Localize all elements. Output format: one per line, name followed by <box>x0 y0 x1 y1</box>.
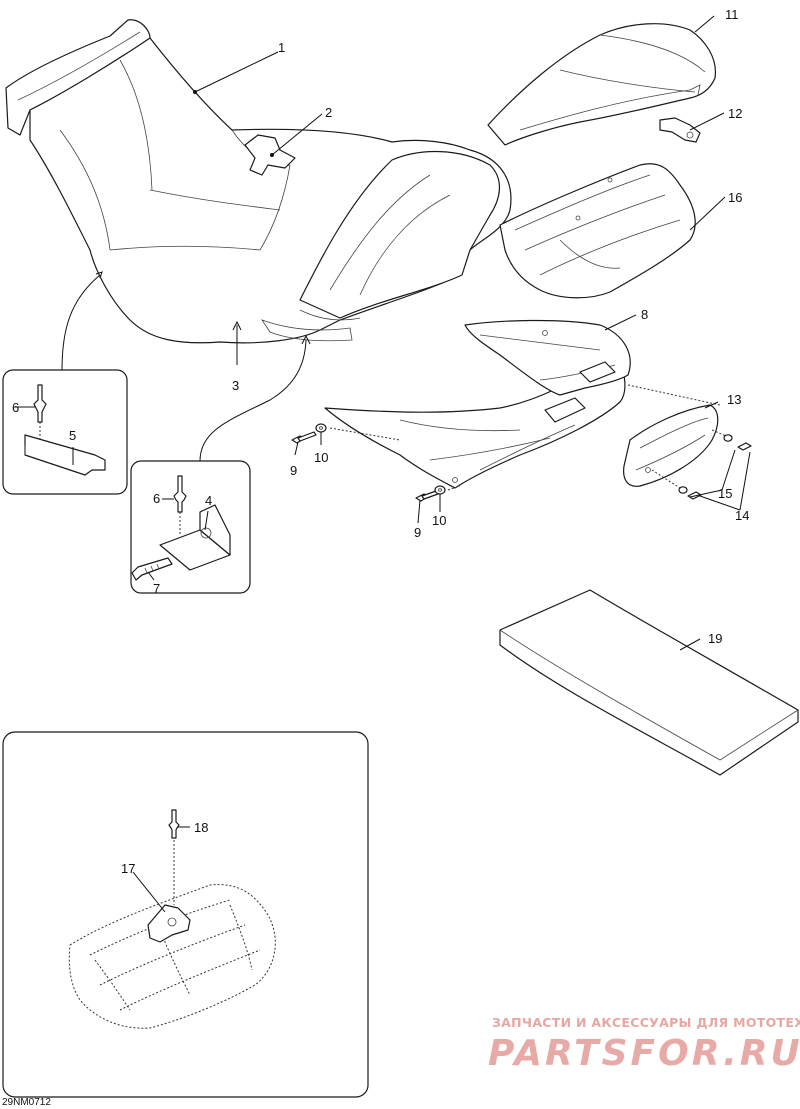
fastener-screw-9-upper <box>291 431 317 444</box>
fastener-washer-10-upper <box>315 423 327 433</box>
inset-box-center <box>130 460 251 594</box>
callout-9-lower: 9 <box>414 525 421 540</box>
callout-17: 17 <box>121 861 135 876</box>
callout-2: 2 <box>325 105 332 120</box>
callout-8: 8 <box>641 307 648 322</box>
cover-part-11 <box>487 23 717 146</box>
inset-box-bottom <box>2 731 369 1098</box>
callout-7: 7 <box>153 581 160 596</box>
figure-code: 29NM0712 <box>2 1097 51 1108</box>
arrow-inset-center <box>199 339 307 462</box>
tray-part-16 <box>499 163 696 299</box>
callout-18: 18 <box>194 820 208 835</box>
callout-6-left: 6 <box>12 400 19 415</box>
callout-15: 15 <box>718 486 732 501</box>
fairing-part-8 <box>324 319 631 489</box>
pad-part-19 <box>499 589 799 776</box>
inset-box-left <box>2 369 128 495</box>
callout-1: 1 <box>278 40 285 55</box>
callout-14: 14 <box>735 508 749 523</box>
watermark-logo: PARTSFOR.RU <box>488 1033 800 1074</box>
callout-6-center: 6 <box>153 491 160 506</box>
callout-3: 3 <box>232 378 239 393</box>
callout-12: 12 <box>728 106 742 121</box>
fastener-washer-15-lower <box>678 486 688 494</box>
callout-13: 13 <box>727 392 741 407</box>
callout-16: 16 <box>728 190 742 205</box>
tail-light-part-13 <box>623 404 719 487</box>
callout-10-upper: 10 <box>314 450 328 465</box>
callout-9-upper: 9 <box>290 463 297 478</box>
fastener-washer-10-lower <box>434 485 446 495</box>
callout-5: 5 <box>69 428 76 443</box>
bracket-part-17 <box>147 904 191 943</box>
arrow-inset-left <box>61 274 101 371</box>
callout-11: 11 <box>725 7 739 22</box>
callout-4: 4 <box>205 493 212 508</box>
callout-10-lower: 10 <box>432 513 446 528</box>
fastener-screw-14-upper <box>737 442 752 451</box>
fastener-washer-15-upper <box>723 434 733 442</box>
latch-part-12 <box>659 117 701 143</box>
callout-19: 19 <box>708 631 722 646</box>
fastener-screw-9-lower <box>415 490 439 502</box>
watermark-tagline: ЗАПЧАСТИ И АКСЕССУАРЫ ДЛЯ МОТОТЕХНИКИ <box>492 1015 800 1030</box>
